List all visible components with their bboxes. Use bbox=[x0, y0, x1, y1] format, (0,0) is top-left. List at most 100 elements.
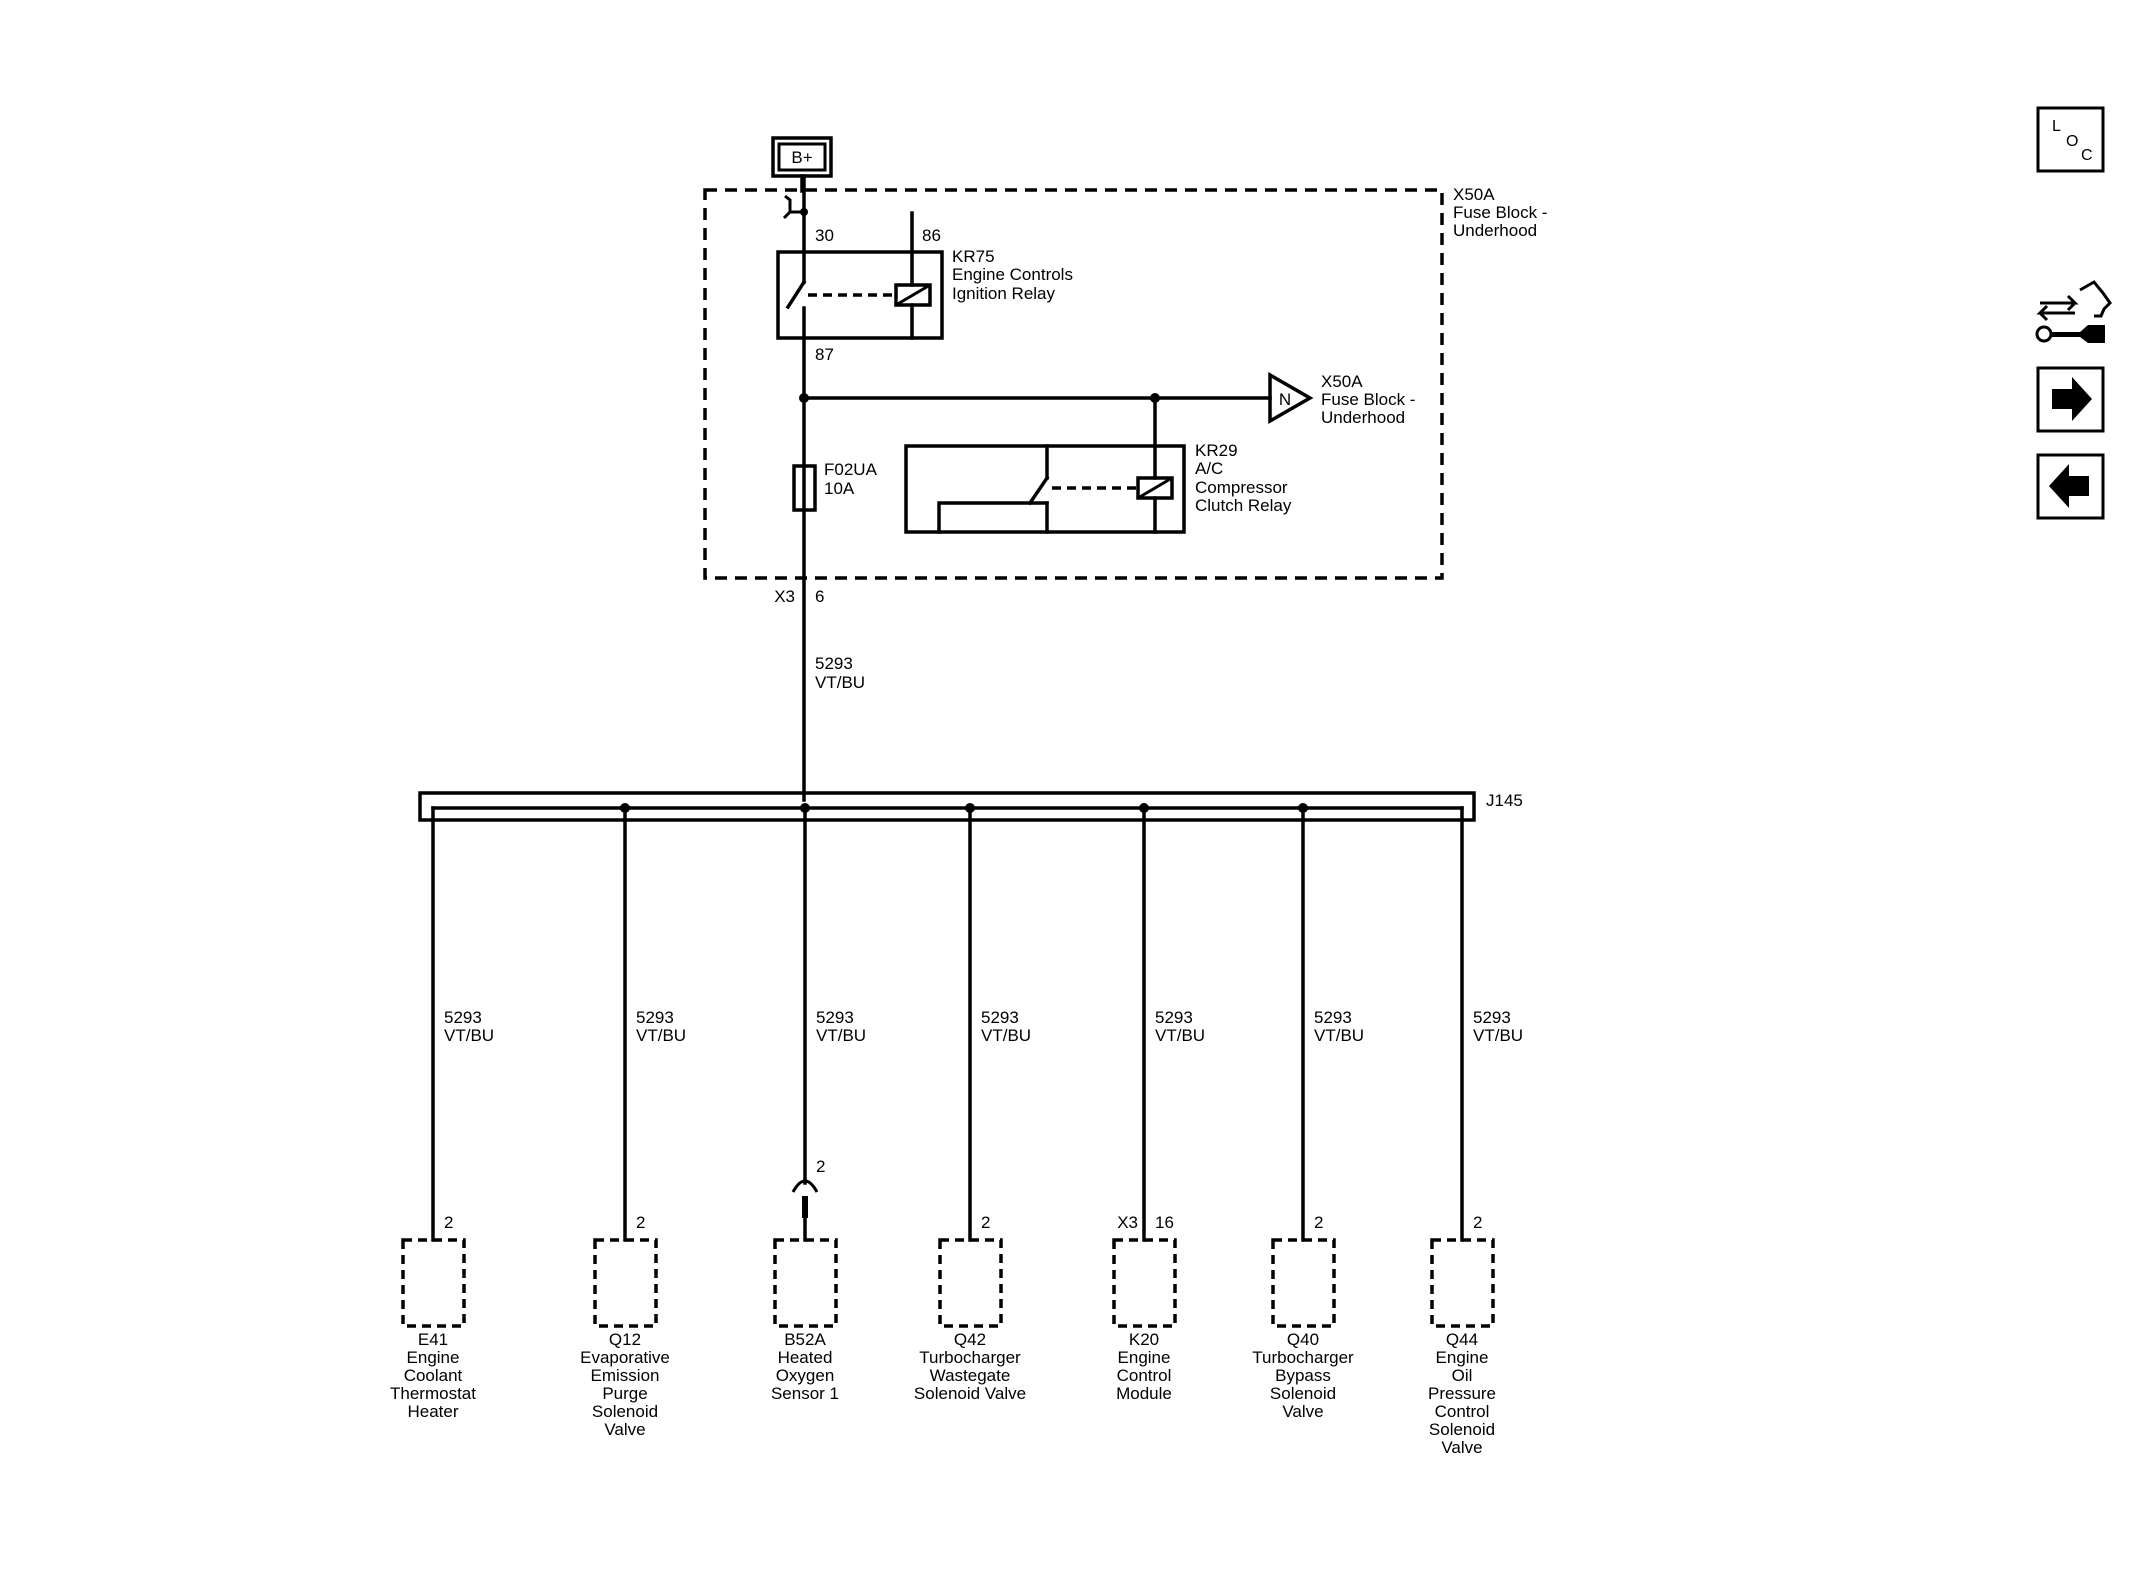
component-desc: Evaporative bbox=[580, 1348, 670, 1367]
branch-circuit: 5293 bbox=[1473, 1008, 1511, 1027]
main-wire-color: VT/BU bbox=[815, 673, 865, 692]
power-label: B+ bbox=[791, 148, 812, 167]
component-desc: Valve bbox=[604, 1420, 645, 1439]
fuse-block-desc-1: Fuse Block - bbox=[1453, 203, 1547, 222]
branches: 5293VT/BU2E41EngineCoolantThermostatHeat… bbox=[390, 803, 1523, 1457]
component-desc: Turbocharger bbox=[919, 1348, 1021, 1367]
component-desc: Oxygen bbox=[776, 1366, 835, 1385]
component-desc: Control bbox=[1117, 1366, 1172, 1385]
battery-positive-symbol: B+ bbox=[771, 136, 833, 193]
splice-j145: J145 bbox=[418, 791, 1523, 822]
kr75-desc-2: Ignition Relay bbox=[952, 284, 1056, 303]
branch-conn: X3 bbox=[1117, 1213, 1138, 1232]
kr75-pin-86: 86 bbox=[922, 226, 941, 245]
main-wire-circuit: 5293 bbox=[815, 654, 853, 673]
component-id: K20 bbox=[1129, 1330, 1159, 1349]
branch-pin: 2 bbox=[444, 1213, 453, 1232]
component-desc: Engine bbox=[407, 1348, 460, 1367]
relay-kr29: KR29 A/C Compressor Clutch Relay bbox=[904, 396, 1292, 534]
component-box bbox=[593, 1238, 658, 1328]
component-desc: Heated bbox=[778, 1348, 833, 1367]
branch-circuit: 5293 bbox=[444, 1008, 482, 1027]
component-desc: Module bbox=[1116, 1384, 1172, 1403]
connector-wrench-icon[interactable] bbox=[2035, 280, 2112, 343]
branch-color: VT/BU bbox=[636, 1026, 686, 1045]
kr29-desc-2: Compressor bbox=[1195, 478, 1288, 497]
relay-kr75: 30 86 87 KR75 Engine Controls Ignition R… bbox=[776, 211, 1073, 364]
component-desc: Control bbox=[1435, 1402, 1490, 1421]
fuse-block-name: X50A bbox=[1453, 185, 1495, 204]
inline-connector-symbol bbox=[791, 1179, 819, 1193]
ref-n-name: X50A bbox=[1321, 372, 1363, 391]
fuse-block-border bbox=[703, 188, 1444, 580]
component-desc: Heater bbox=[407, 1402, 458, 1421]
input-connector bbox=[782, 174, 808, 254]
branch-color: VT/BU bbox=[981, 1026, 1031, 1045]
arrow-left-icon[interactable] bbox=[2036, 453, 2105, 520]
kr75-desc-1: Engine Controls bbox=[952, 265, 1073, 284]
branch-color: VT/BU bbox=[1314, 1026, 1364, 1045]
fuse-rating: 10A bbox=[824, 479, 855, 498]
main-connector-pin: 6 bbox=[815, 587, 824, 606]
component-desc: Valve bbox=[1282, 1402, 1323, 1421]
component-desc: Purge bbox=[602, 1384, 647, 1403]
branch-pin: 16 bbox=[1155, 1213, 1174, 1232]
component-box bbox=[1430, 1238, 1495, 1328]
branch-pin: 2 bbox=[636, 1213, 645, 1232]
arrow-right-icon[interactable] bbox=[2036, 366, 2105, 433]
component-id: Q40 bbox=[1287, 1330, 1319, 1349]
branch-color: VT/BU bbox=[444, 1026, 494, 1045]
component-desc: Coolant bbox=[404, 1366, 463, 1385]
component-desc: Wastegate bbox=[930, 1366, 1011, 1385]
fuse-name: F02UA bbox=[824, 460, 878, 479]
component-desc: Solenoid bbox=[592, 1402, 658, 1421]
ref-n-desc-2: Underhood bbox=[1321, 408, 1405, 427]
fuse-block-desc-2: Underhood bbox=[1453, 221, 1537, 240]
component-id: B52A bbox=[784, 1330, 826, 1349]
branch-circuit: 5293 bbox=[981, 1008, 1019, 1027]
component-desc: Valve bbox=[1441, 1438, 1482, 1457]
branch-circuit: 5293 bbox=[816, 1008, 854, 1027]
kr75-name: KR75 bbox=[952, 247, 995, 266]
component-desc: Turbocharger bbox=[1252, 1348, 1354, 1367]
component-id: E41 bbox=[418, 1330, 448, 1349]
branch-circuit: 5293 bbox=[1314, 1008, 1352, 1027]
branch-circuit: 5293 bbox=[1155, 1008, 1193, 1027]
kr29-name: KR29 bbox=[1195, 441, 1238, 460]
component-desc: Engine bbox=[1118, 1348, 1171, 1367]
branch-pin: 2 bbox=[981, 1213, 990, 1232]
ref-n-triangle: N bbox=[1268, 371, 1314, 425]
branch-pin: 2 bbox=[816, 1157, 825, 1176]
component-desc: Pressure bbox=[1428, 1384, 1496, 1403]
kr75-pin-87: 87 bbox=[815, 345, 834, 364]
component-id: Q12 bbox=[609, 1330, 641, 1349]
splice-name: J145 bbox=[1486, 791, 1523, 810]
branch-pin: 2 bbox=[1473, 1213, 1482, 1232]
component-desc: Sensor 1 bbox=[771, 1384, 839, 1403]
component-desc: Emission bbox=[591, 1366, 660, 1385]
ref-n-symbol: N bbox=[1279, 390, 1291, 409]
branch-color: VT/BU bbox=[1155, 1026, 1205, 1045]
component-box bbox=[773, 1238, 838, 1328]
component-desc: Solenoid Valve bbox=[914, 1384, 1026, 1403]
kr29-desc-3: Clutch Relay bbox=[1195, 496, 1292, 515]
branch-pin: 2 bbox=[1314, 1213, 1323, 1232]
component-box bbox=[1271, 1238, 1336, 1328]
component-desc: Solenoid bbox=[1270, 1384, 1336, 1403]
kr29-desc-1: A/C bbox=[1195, 459, 1223, 478]
loc-letter-l: L bbox=[2052, 118, 2061, 135]
component-desc: Bypass bbox=[1275, 1366, 1331, 1385]
branch-circuit: 5293 bbox=[636, 1008, 674, 1027]
loc-button[interactable]: L O C bbox=[2036, 106, 2105, 173]
loc-letter-c: C bbox=[2081, 147, 2093, 164]
component-desc: Thermostat bbox=[390, 1384, 476, 1403]
component-box bbox=[938, 1238, 1003, 1328]
component-desc: Solenoid bbox=[1429, 1420, 1495, 1439]
main-connector-conn: X3 bbox=[774, 587, 795, 606]
component-id: Q42 bbox=[954, 1330, 986, 1349]
ref-n-desc-1: Fuse Block - bbox=[1321, 390, 1415, 409]
branch-color: VT/BU bbox=[1473, 1026, 1523, 1045]
branch-color: VT/BU bbox=[816, 1026, 866, 1045]
component-id: Q44 bbox=[1446, 1330, 1478, 1349]
